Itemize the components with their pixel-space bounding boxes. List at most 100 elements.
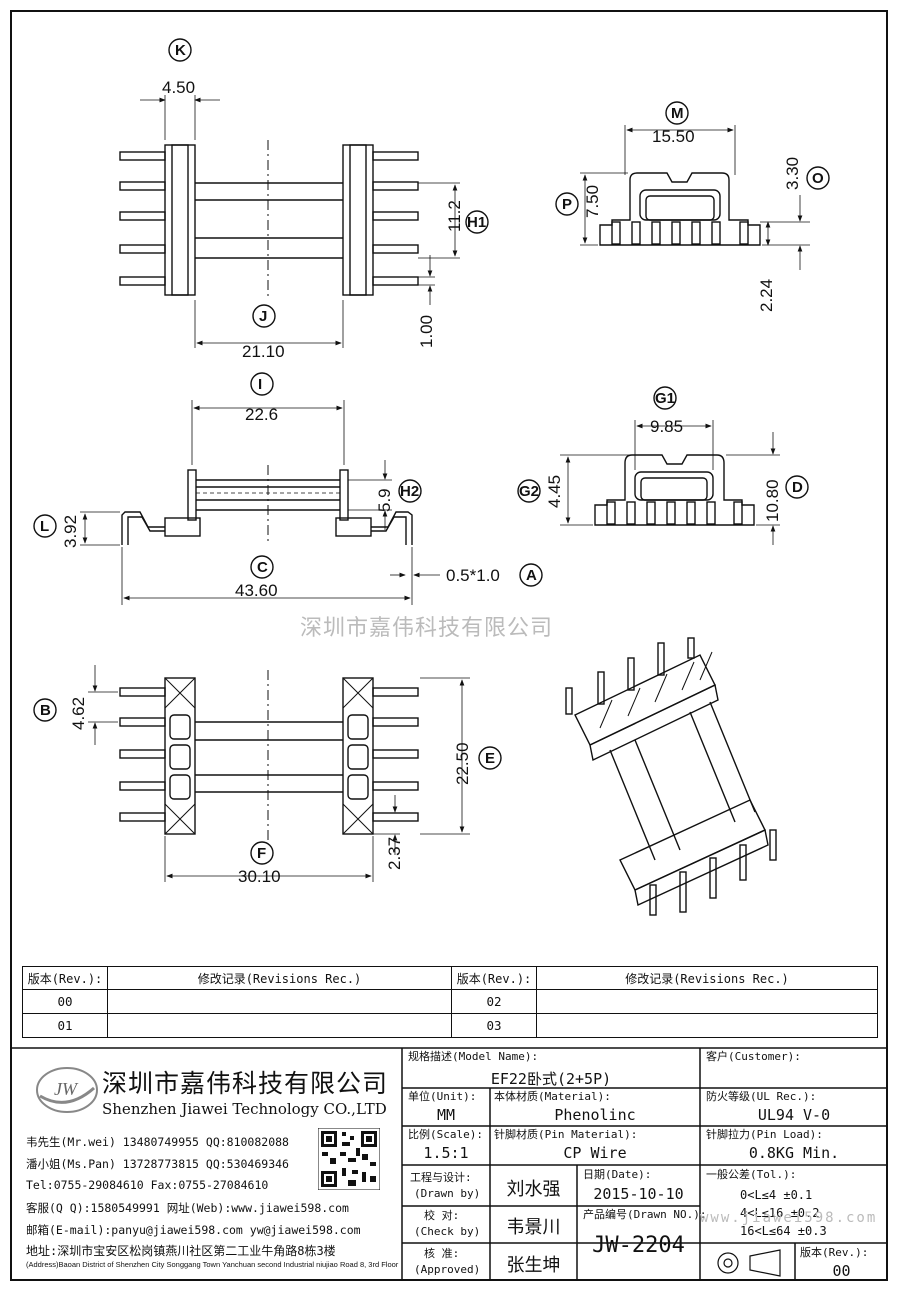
dim-l: 3.92 — [61, 515, 80, 548]
scale-label: 比例(Scale): — [408, 1128, 483, 1141]
pin-load-value: 0.8KG Min. — [748, 1144, 840, 1162]
watermark-text: 深圳市嘉伟科技有限公司 — [300, 616, 554, 641]
check-value: 韦景川 — [506, 1217, 561, 1238]
bubble-d: D — [792, 479, 803, 496]
bubble-h1: H1 — [467, 214, 486, 231]
bubble-c: C — [257, 559, 268, 576]
dim-j: 21.10 — [242, 342, 285, 361]
bubble-l: L — [40, 518, 49, 535]
dim-g1: 9.85 — [650, 417, 683, 436]
end-view-2 — [517, 386, 809, 545]
ul-label: 防火等级(UL Rec.): — [706, 1090, 817, 1103]
rec-header-right: 修改记录(Revisions Rec.) — [536, 966, 878, 990]
dim-a: 0.5*1.0 — [446, 566, 500, 585]
scale-value: 1.5:1 — [423, 1144, 469, 1162]
rev-header-left: 版本(Rev.): — [22, 966, 108, 990]
company-name-en: Shenzhen Jiawei Technology CO.,LTD — [102, 1100, 387, 1118]
revision-row: 01 03 — [22, 1013, 878, 1038]
side-view — [33, 372, 543, 605]
rev-label: 版本(Rev.): — [800, 1246, 869, 1259]
company-logo-icon: JW — [36, 1067, 98, 1113]
approved-value: 张生坤 — [506, 1255, 561, 1276]
rev-cell: 00 — [22, 989, 108, 1014]
contact-pan: 潘小姐(Ms.Pan) 13728773815 QQ:530469346 — [26, 1157, 289, 1171]
rev-cell: 01 — [22, 1013, 108, 1038]
revision-row: 00 02 — [22, 989, 878, 1014]
rec-cell — [536, 989, 878, 1014]
bubble-e: E — [485, 750, 495, 767]
dim-o-small: 2.24 — [757, 279, 776, 312]
pin-material-label: 针脚材质(Pin Material): — [494, 1128, 638, 1141]
dim-c: 43.60 — [235, 581, 278, 600]
qr-code-icon — [318, 1128, 380, 1190]
title-block-grid — [10, 1047, 888, 1281]
check-label-en: (Check by) — [414, 1225, 481, 1238]
dim-f: 30.10 — [238, 867, 281, 886]
rev-cell: 02 — [451, 989, 537, 1014]
dim-e-small: 2.37 — [385, 837, 404, 870]
bubble-j: J — [259, 308, 267, 325]
dim-d: 10.80 — [763, 479, 782, 522]
rev-cell: 03 — [451, 1013, 537, 1038]
qq-web: 客服(Q Q):1580549991 网址(Web):www.jiawei598… — [26, 1201, 349, 1215]
pin-material-value: CP Wire — [563, 1144, 627, 1162]
drawn-no-value: JW-2204 — [592, 1233, 685, 1258]
bubble-k: K — [175, 42, 186, 59]
material-value: Phenolinc — [554, 1106, 636, 1124]
end-view — [555, 101, 830, 270]
pin-load-label: 针脚拉力(Pin Load): — [706, 1128, 823, 1141]
drawing-frame — [10, 10, 888, 1281]
dim-h1: 11.2 — [445, 200, 464, 232]
bottom-view — [33, 665, 502, 882]
date-label: 日期(Date): — [583, 1168, 652, 1181]
bubble-g2: G2 — [519, 483, 539, 500]
material-label: 本体材质(Material): — [494, 1090, 611, 1103]
rec-header-left: 修改记录(Revisions Rec.) — [107, 966, 452, 990]
isometric-view — [565, 637, 777, 916]
rev-header-right: 版本(Rev.): — [451, 966, 537, 990]
bubble-i: I — [258, 376, 262, 393]
tolerance-label: 一般公差(Tol.): — [706, 1168, 797, 1181]
model-value: EF22卧式(2+5P) — [490, 1070, 612, 1088]
rec-cell — [107, 989, 452, 1014]
unit-value: MM — [436, 1106, 456, 1124]
top-view — [119, 38, 489, 348]
tel-fax: Tel:0755-29084610 Fax:0755-27084610 — [26, 1178, 269, 1192]
address-en: (Address)Baoan District of Shenzhen City… — [26, 1260, 399, 1269]
dim-h2: 5.9 — [375, 488, 394, 512]
bubble-a: A — [526, 567, 537, 584]
dim-p: 7.50 — [583, 185, 602, 218]
url-watermark: www.jiawei598.com — [700, 1210, 878, 1226]
unit-label: 单位(Unit): — [408, 1090, 477, 1103]
logo-text: JW — [54, 1079, 79, 1099]
drawn-label: 工程与设计: — [410, 1171, 472, 1184]
dim-o: 3.30 — [783, 157, 802, 190]
address: 地址:深圳市宝安区松岗镇燕川社区第二工业牛角路8栋3楼 — [26, 1244, 336, 1258]
drawn-value: 刘水强 — [506, 1179, 561, 1200]
drawn-label-en: (Drawn by) — [414, 1187, 481, 1200]
tolerance-row: 0<L≤4 ±0.1 — [740, 1188, 813, 1202]
bubble-h2: H2 — [400, 483, 419, 500]
rec-cell — [536, 1013, 878, 1038]
dim-g2: 4.45 — [545, 475, 564, 508]
dim-i: 22.6 — [245, 405, 278, 424]
ul-value: UL94 V-0 — [757, 1106, 831, 1124]
drawn-no-label: 产品编号(Drawn NO.): — [583, 1208, 707, 1221]
customer-label: 客户(Customer): — [706, 1050, 801, 1063]
dim-e: 22.50 — [453, 742, 472, 785]
email: 邮箱(E-mail):panyu@jiawei598.com yw@jiawei… — [26, 1223, 361, 1237]
bubble-p: P — [562, 196, 572, 213]
company-block: JW 深圳市嘉伟科技有限公司 Shenzhen Jiawei Technolog… — [18, 1052, 398, 1282]
approved-label: 核 准: — [424, 1247, 460, 1260]
bubble-g1: G1 — [655, 390, 675, 407]
tolerance-row: 16<L≤64 ±0.3 — [740, 1224, 827, 1238]
projection-symbol-icon — [717, 1249, 781, 1277]
bubble-o: O — [812, 170, 824, 187]
bubble-f: F — [257, 845, 266, 862]
date-value: 2015-10-10 — [593, 1185, 684, 1203]
dim-h1-small: 1.00 — [417, 315, 436, 348]
tolerance-row: 4<L≤16 ±0.2 — [740, 1206, 820, 1220]
bubble-m: M — [671, 105, 684, 122]
